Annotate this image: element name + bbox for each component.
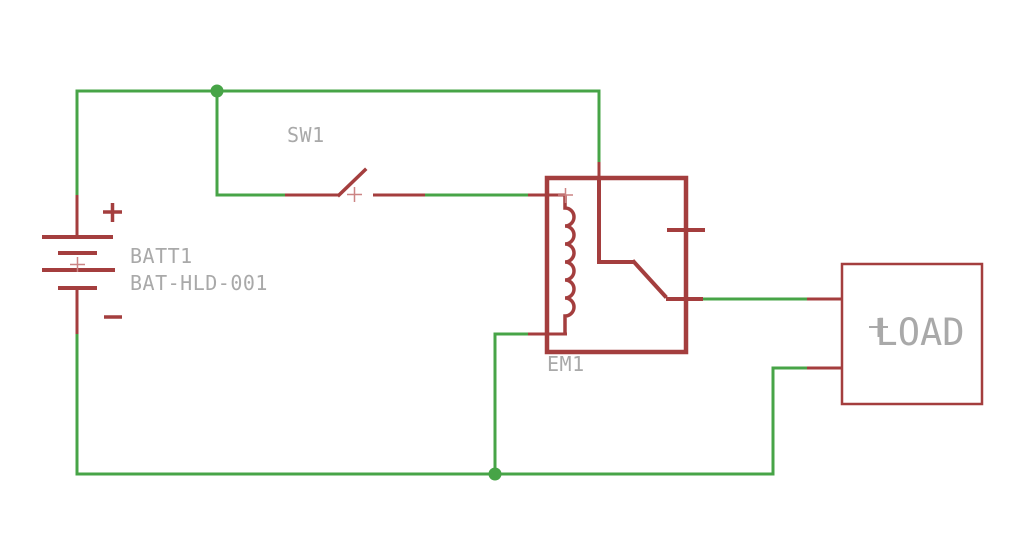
load-label: LOAD xyxy=(875,311,964,354)
wire-switch-feed[interactable] xyxy=(215,91,285,197)
switch-origin-marker-icon xyxy=(347,187,362,202)
battery-symbol[interactable] xyxy=(42,195,122,334)
wires xyxy=(75,84,807,481)
relay-body-outline xyxy=(544,175,689,355)
battery-part-label: BAT-HLD-001 xyxy=(130,271,268,295)
relay-armature-stem xyxy=(597,180,634,264)
junction-dot[interactable] xyxy=(210,84,224,98)
load-body-outline xyxy=(840,262,984,406)
battery-plus-icon xyxy=(103,203,122,222)
relay-armature-diagonal xyxy=(631,259,668,299)
battery-origin-marker-icon xyxy=(70,257,85,272)
wire-coil-return[interactable] xyxy=(493,332,528,474)
load-symbol[interactable] xyxy=(807,262,984,406)
relay-origin-marker-icon xyxy=(558,188,573,203)
wire-positive-top-rail[interactable] xyxy=(75,89,601,196)
battery-ref-label: BATT1 xyxy=(130,244,193,268)
switch-ref-label: SW1 xyxy=(287,123,325,147)
relay-ref-label: EM1 xyxy=(547,352,585,376)
wire-ground-bottom-rail[interactable] xyxy=(75,333,807,476)
junction-dot[interactable] xyxy=(488,467,502,481)
load-origin-marker-icon xyxy=(869,318,888,337)
switch-symbol[interactable] xyxy=(285,167,425,202)
relay-symbol[interactable] xyxy=(528,162,705,355)
switch-lever xyxy=(336,167,368,198)
relay-coil xyxy=(563,195,576,334)
